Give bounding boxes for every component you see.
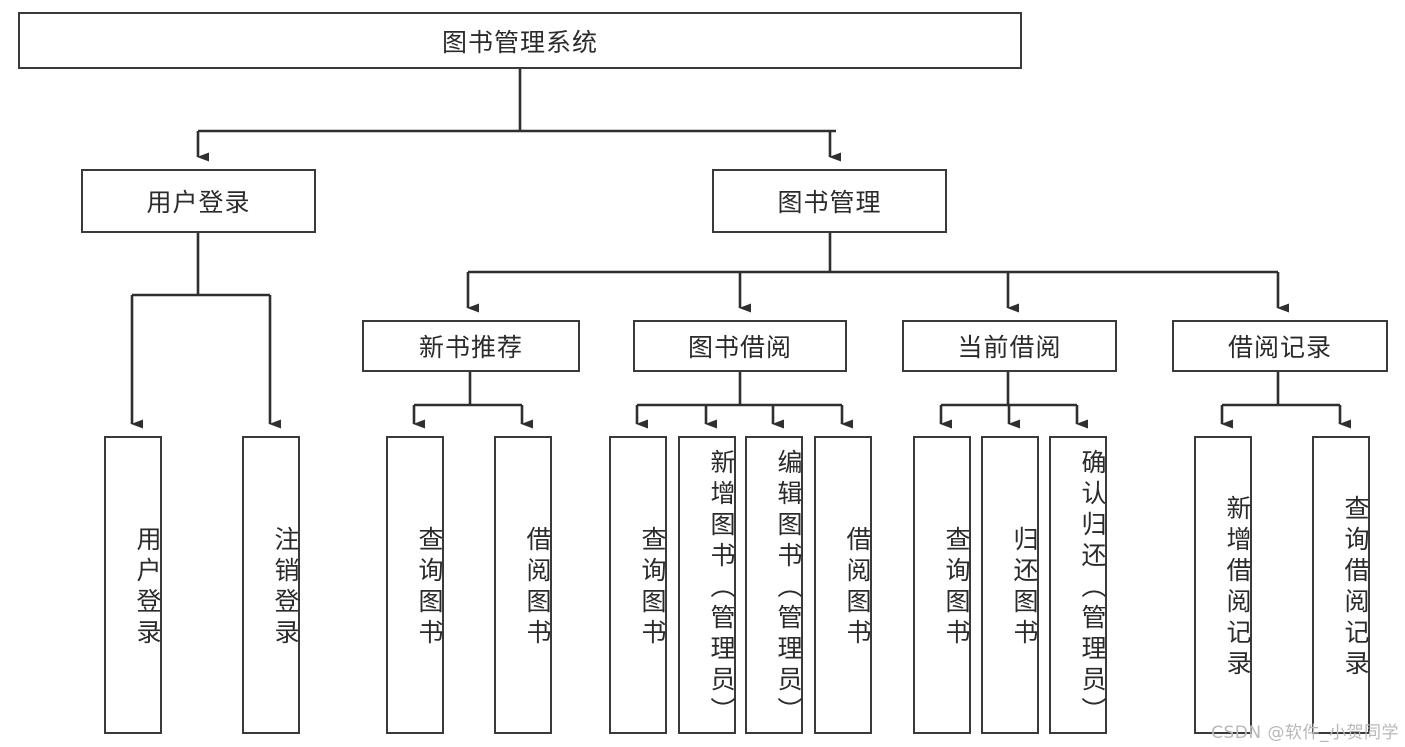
leaf-current-confirm-return-admin[interactable]: 确认归还（管理员） [1049, 436, 1107, 734]
leaf-current-query-book[interactable]: 查询图书 [913, 436, 971, 734]
leaf-borrow-borrow-book[interactable]: 借阅图书 [814, 436, 872, 734]
leaf-recommend-borrow-book[interactable]: 借阅图书 [494, 436, 552, 734]
node-root-system[interactable]: 图书管理系统 [18, 12, 1022, 69]
leaf-user-login-logout[interactable]: 注销登录 [242, 436, 300, 734]
node-current-borrow[interactable]: 当前借阅 [902, 320, 1117, 372]
leaf-label: 新增借阅记录 [1223, 495, 1252, 681]
node-label: 新书推荐 [418, 333, 523, 362]
leaf-label: 查询图书 [638, 526, 667, 650]
node-label: 借阅记录 [1227, 333, 1332, 362]
leaf-label: 注销登录 [271, 526, 300, 650]
leaf-borrow-edit-book-admin[interactable]: 编辑图书（管理员） [745, 436, 803, 734]
leaf-label: 归还图书 [1010, 526, 1039, 650]
node-book-management[interactable]: 图书管理 [712, 169, 947, 233]
node-label: 用户登录 [146, 188, 251, 217]
leaf-label: 查询图书 [415, 526, 444, 650]
node-book-borrow[interactable]: 图书借阅 [633, 320, 847, 372]
node-user-login[interactable]: 用户登录 [81, 169, 316, 233]
leaf-borrow-add-book-admin[interactable]: 新增图书（管理员） [678, 436, 736, 734]
csdn-watermark: CSDN @软件_小贺同学 [1211, 723, 1399, 743]
leaf-label: 新增图书（管理员） [707, 448, 736, 728]
leaf-label: 借阅图书 [523, 526, 552, 650]
leaf-user-login-login[interactable]: 用户登录 [104, 436, 162, 734]
leaf-current-return-book[interactable]: 归还图书 [981, 436, 1039, 734]
node-borrow-record[interactable]: 借阅记录 [1172, 320, 1388, 372]
node-label: 当前借阅 [957, 333, 1062, 362]
leaf-label: 确认归还（管理员） [1078, 448, 1107, 728]
node-new-book-recommend[interactable]: 新书推荐 [362, 320, 580, 372]
leaf-label: 查询图书 [942, 526, 971, 650]
node-label: 图书管理系统 [441, 27, 598, 57]
leaf-label: 借阅图书 [843, 526, 872, 650]
node-label: 图书借阅 [687, 333, 792, 362]
leaf-borrow-query-book[interactable]: 查询图书 [609, 436, 667, 734]
leaf-label: 查询借阅记录 [1341, 495, 1370, 681]
leaf-label: 用户登录 [133, 526, 162, 650]
leaf-record-add-record[interactable]: 新增借阅记录 [1194, 436, 1252, 734]
leaf-recommend-query-book[interactable]: 查询图书 [386, 436, 444, 734]
node-label: 图书管理 [777, 188, 882, 217]
leaf-record-query-record[interactable]: 查询借阅记录 [1312, 436, 1370, 734]
leaf-label: 编辑图书（管理员） [774, 448, 803, 728]
